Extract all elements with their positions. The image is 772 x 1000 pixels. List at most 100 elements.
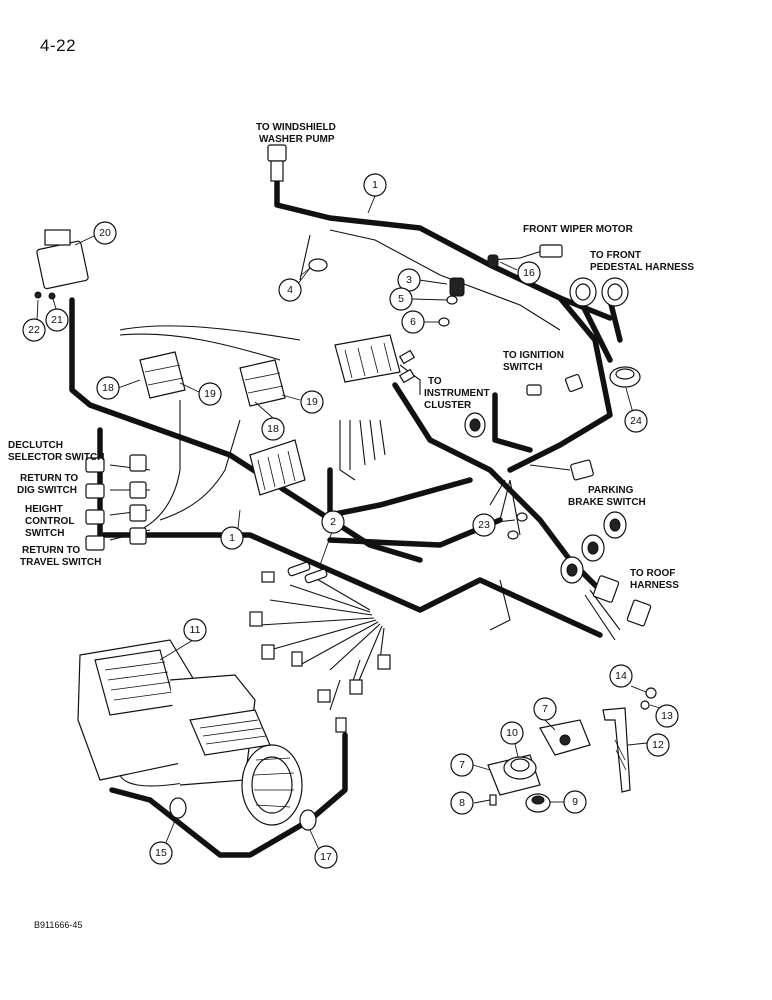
document-code: B911666-45 [34,920,83,930]
grommets-15-17 [169,797,317,831]
label-declutch-1: DECLUTCH [8,440,63,451]
callout-8: 8 [450,791,474,815]
text-labels: TO WINDSHIELD WASHER PUMP FRONT WIPER MO… [8,122,694,591]
label-front-pedestal-2: PEDESTAL HARNESS [590,262,694,273]
svg-text:15: 15 [155,847,167,859]
svg-text:8: 8 [459,797,465,809]
svg-text:9: 9 [572,796,578,808]
svg-text:13: 13 [661,710,673,722]
svg-text:16: 16 [523,267,535,279]
ignition-connector [526,373,584,396]
parking-brake-connector [570,459,594,481]
washer-pump-connector [267,144,287,182]
grommet-24 [609,366,641,388]
page-number: 4-22 [40,36,77,55]
svg-text:19: 19 [204,388,216,400]
callout-1-left: 1 [220,526,244,550]
wiper-connector [487,244,563,268]
label-parking-brake-2: BRAKE SWITCH [568,497,646,508]
callout-11: 11 [183,618,207,642]
bracket-12 [602,687,657,793]
callout-20: 20 [93,221,117,245]
right-round-connectors [560,511,627,584]
svg-text:11: 11 [190,624,201,636]
relay-component [34,229,89,300]
svg-text:2: 2 [330,516,336,528]
svg-text:14: 14 [615,670,627,682]
svg-text:17: 17 [320,851,332,863]
callout-19-left: 19 [198,382,222,406]
relay-right-18 [239,359,286,407]
svg-text:18: 18 [102,382,114,394]
callout-22: 22 [22,318,46,342]
harness-blower-run [147,732,348,858]
leader-lines [36,195,661,853]
svg-text:23: 23 [478,519,490,531]
svg-text:22: 22 [28,324,40,336]
label-parking-brake-1: PARKING [588,485,634,496]
svg-text:7: 7 [459,759,465,771]
fine-wires [109,229,621,787]
svg-text:19: 19 [306,396,318,408]
label-height-control-3: SWITCH [25,528,64,539]
svg-text:5: 5 [398,293,404,305]
label-instrument-1: TO [428,376,442,387]
callout-1-top: 1 [363,173,387,197]
callout-18-right: 18 [261,417,285,441]
label-roof-1: TO ROOF [630,568,675,579]
lower-connector-fan [249,571,391,733]
label-roof-2: HARNESS [630,580,679,591]
svg-text:4: 4 [287,284,293,296]
label-windshield-washer-1: TO WINDSHIELD [256,122,336,133]
harness-left-diagonal [69,297,423,563]
label-instrument-3: CLUSTER [424,400,472,411]
label-height-control-1: HEIGHT [25,504,63,515]
switch-connectors [85,454,147,551]
callout-19-right: 19 [300,390,324,414]
callout-13: 13 [655,704,679,728]
svg-text:1: 1 [372,179,378,191]
callout-4: 4 [278,278,302,302]
callout-23: 23 [472,513,496,537]
label-height-control-2: CONTROL [25,516,74,527]
center-round-connector [464,412,486,438]
harness-blower-left [109,787,153,803]
svg-text:10: 10 [506,727,518,739]
label-declutch-2: SELECTOR SWITCH [8,452,104,463]
callout-14: 14 [609,664,633,688]
label-instrument-2: INSTRUMENT [424,388,490,399]
callout-17: 17 [314,845,338,869]
front-pedestal-connectors [569,277,629,307]
callout-15: 15 [149,841,173,865]
svg-text:3: 3 [406,274,412,286]
callout-16: 16 [517,261,541,285]
label-front-wiper: FRONT WIPER MOTOR [523,224,634,235]
svg-text:24: 24 [630,415,642,427]
svg-text:6: 6 [410,316,416,328]
cable-clip-4 [299,258,328,277]
label-return-dig-2: DIG SWITCH [17,485,77,496]
callout-12: 12 [646,733,670,757]
svg-text:7: 7 [542,703,548,715]
harness-center-left [327,467,473,518]
svg-text:20: 20 [99,227,111,239]
harness-right-loop [507,295,613,473]
callout-9: 9 [563,790,587,814]
callout-5: 5 [389,287,413,311]
relay-left-18 [139,351,186,399]
instrument-connector-block [334,334,416,384]
ring-terminals-23 [507,512,528,540]
fuse-block [249,439,306,496]
mounting-parts [487,719,591,813]
callout-6: 6 [401,310,425,334]
callout-21: 21 [45,308,69,332]
svg-text:21: 21 [51,314,63,326]
callout-7-left: 7 [450,753,474,777]
callouts: 1 1 2 3 4 5 6 7 7 8 9 10 11 12 13 14 15 … [22,173,679,869]
label-ignition-2: SWITCH [503,362,542,373]
label-return-travel-2: TRAVEL SWITCH [20,557,101,568]
harness-ignition [492,392,533,453]
fuse-holders-2 [287,561,328,584]
svg-text:1: 1 [229,532,235,544]
